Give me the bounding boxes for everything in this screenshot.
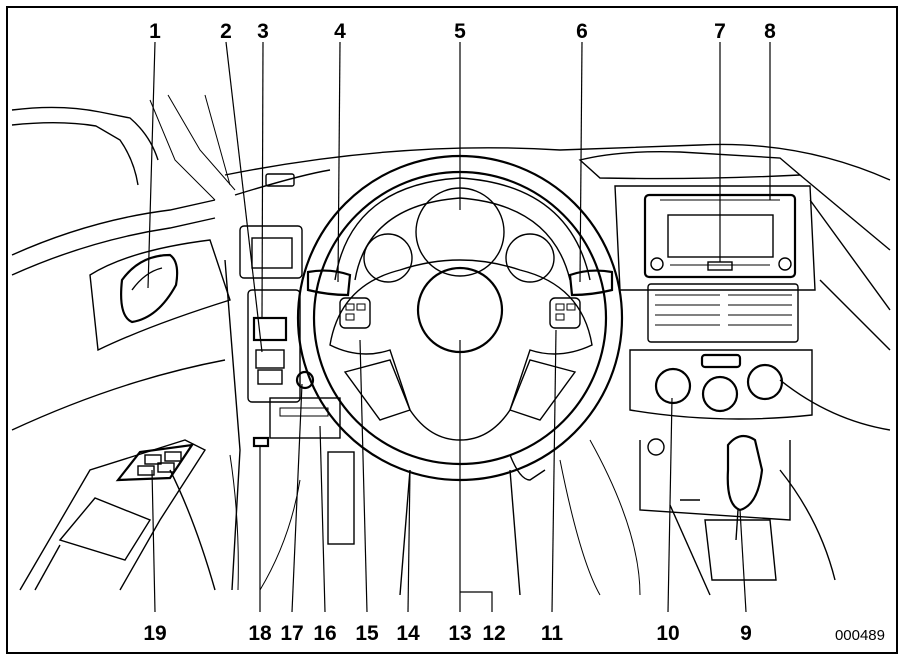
door-handle (120, 253, 179, 324)
diagram-frame (6, 6, 898, 654)
callout-label: 3 (257, 20, 269, 43)
figure-code: 000489 (835, 627, 885, 644)
callout-label: 5 (454, 20, 466, 43)
top-callout-labels: 1 2 3 4 5 6 7 8 (149, 20, 776, 43)
callout-label: 14 (396, 622, 420, 645)
bottom-callout-labels: 19 18 17 16 15 14 13 12 11 10 9 (143, 622, 752, 645)
steering-column (399, 454, 546, 596)
callout-label: 4 (334, 20, 346, 43)
window-switches (115, 443, 195, 482)
callout-label: 19 (143, 622, 166, 645)
callout-label: 9 (740, 622, 752, 645)
left-switch-panel (224, 225, 355, 591)
callout-label: 1 (149, 20, 161, 43)
callout-label: 7 (714, 20, 726, 43)
shift-lever (559, 434, 836, 596)
instrument-cluster (334, 177, 591, 283)
dashboard-outline (224, 143, 891, 431)
callout-label: 8 (764, 20, 776, 43)
callout-label: 12 (482, 622, 505, 645)
callout-label: 6 (576, 20, 588, 43)
callout-label: 13 (448, 622, 471, 645)
armrest (19, 439, 216, 591)
callout-label: 15 (355, 622, 379, 645)
callout-label: 11 (541, 622, 564, 645)
callout-label: 2 (220, 20, 232, 43)
door-panel (11, 94, 236, 431)
callout-label: 10 (656, 622, 679, 645)
leader-lines (147, 41, 771, 613)
callout-label: 17 (280, 622, 303, 645)
callout-label: 18 (248, 622, 272, 645)
callout-label: 16 (313, 622, 336, 645)
